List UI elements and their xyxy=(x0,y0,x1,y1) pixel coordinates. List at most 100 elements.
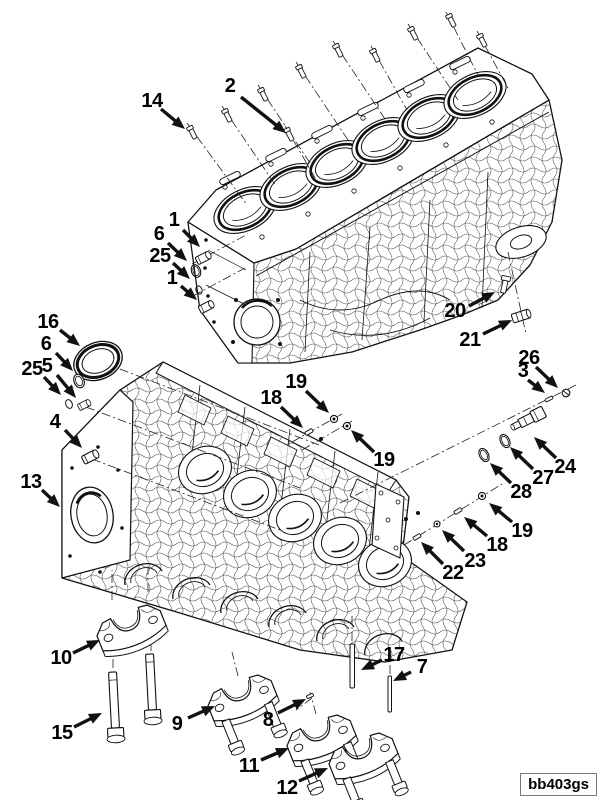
callout-arrowhead-5 xyxy=(63,384,76,398)
callout-arrowhead-19 xyxy=(351,430,365,443)
callout-arrowhead-18 xyxy=(464,517,478,530)
callout-arrowhead-6 xyxy=(60,357,73,371)
o-ring xyxy=(73,373,85,389)
callout-arrow-10 xyxy=(72,642,92,655)
callout-arrowhead-4 xyxy=(69,434,82,448)
callout-arrowhead-1 xyxy=(186,233,200,247)
callout-15: 15 xyxy=(51,722,73,744)
rear-end-plate xyxy=(371,483,405,559)
stud-nut-group-mid xyxy=(291,413,353,451)
callout-8: 8 xyxy=(262,709,274,731)
callout-19: 19 xyxy=(373,449,395,471)
callout-23: 23 xyxy=(464,550,486,572)
callout-4: 4 xyxy=(49,411,61,433)
callout-11: 11 xyxy=(238,755,260,777)
o-ring-small xyxy=(65,399,73,409)
callout-26: 26 xyxy=(518,347,540,369)
callout-arrowhead-19 xyxy=(315,400,329,413)
callout-27: 27 xyxy=(532,467,554,489)
cap-screw xyxy=(143,653,163,726)
callout-arrow-26 xyxy=(534,365,552,383)
o-ring xyxy=(190,264,202,278)
callout-18: 18 xyxy=(260,387,282,409)
callout-28: 28 xyxy=(510,481,532,503)
callout-25: 25 xyxy=(21,358,43,380)
bearing-cap xyxy=(92,599,172,664)
callout-arrowhead-18 xyxy=(289,415,303,428)
callout-arrowhead-25 xyxy=(176,266,190,279)
callout-arrowhead-7 xyxy=(393,670,408,681)
bearing-saddles xyxy=(124,563,403,656)
callout-arrow-12 xyxy=(298,770,320,783)
callout-arrowhead-20 xyxy=(480,292,495,303)
callout-arrow-27 xyxy=(516,452,535,471)
callout-14: 14 xyxy=(141,90,163,112)
callout-arrowhead-6 xyxy=(173,248,187,261)
figure-code-box: bb403gs xyxy=(520,773,597,796)
o-ring-small xyxy=(195,285,203,295)
callout-17: 17 xyxy=(383,644,405,666)
callout-2: 2 xyxy=(224,75,236,97)
callout-13: 13 xyxy=(20,471,42,493)
callout-arrowhead-24 xyxy=(534,437,548,450)
side-plugs-and-orings xyxy=(190,233,249,315)
seal-ring xyxy=(73,340,123,382)
callout-arrow-15 xyxy=(73,715,94,729)
callout-arrow-18 xyxy=(279,405,297,423)
callout-arrowhead-22 xyxy=(421,542,435,556)
o-ring xyxy=(478,447,490,463)
callout-arrowhead-8 xyxy=(291,699,306,710)
callout-25: 25 xyxy=(149,245,171,267)
callout-arrowhead-28 xyxy=(490,463,504,476)
callout-arrowhead-26 xyxy=(544,375,558,388)
callout-arrowhead-9 xyxy=(200,706,215,717)
liner-bores xyxy=(178,445,412,588)
callout-arrow-18 xyxy=(470,522,489,538)
callout-arrowhead-2 xyxy=(272,120,286,133)
callout-arrowhead-3 xyxy=(531,380,545,393)
dowel-8 xyxy=(306,693,314,699)
callout-arrowhead-15 xyxy=(87,713,102,724)
callout-arrow-24 xyxy=(540,442,558,460)
callout-19: 19 xyxy=(511,520,533,542)
callout-arrow-8 xyxy=(277,701,298,715)
callout-arrowhead-19 xyxy=(489,503,503,516)
dowel-pin xyxy=(544,395,554,403)
callout-arrows xyxy=(40,95,558,783)
callout-arrow-21 xyxy=(482,322,504,336)
callout-arrowhead-10 xyxy=(85,640,100,651)
callout-arrowhead-16 xyxy=(66,333,80,346)
callout-arrow-22 xyxy=(426,547,445,566)
main-bearing-caps xyxy=(92,564,410,800)
callout-arrowhead-21 xyxy=(497,320,512,331)
callout-3: 3 xyxy=(517,360,529,382)
callout-arrow-2 xyxy=(239,95,280,129)
callout-arrow-19 xyxy=(357,435,376,454)
callout-1: 1 xyxy=(166,267,178,289)
callout-24: 24 xyxy=(554,456,576,478)
cylinder-block-top-view xyxy=(187,47,563,364)
callout-20: 20 xyxy=(444,300,466,322)
sensor xyxy=(510,405,547,431)
pipe-plug xyxy=(76,398,93,412)
callout-9: 9 xyxy=(171,713,183,735)
callout-10: 10 xyxy=(50,647,72,669)
callout-18: 18 xyxy=(486,534,508,556)
callout-arrowhead-23 xyxy=(442,530,456,543)
callout-22: 22 xyxy=(442,562,464,584)
callout-arrow-19 xyxy=(304,389,323,408)
cap-screw xyxy=(106,671,126,744)
callout-7: 7 xyxy=(416,656,428,678)
figure-code: bb403gs xyxy=(528,776,589,793)
callout-arrow-23 xyxy=(448,535,466,553)
callout-6: 6 xyxy=(153,223,165,245)
block-bottom-front-face xyxy=(61,389,134,579)
callout-arrow-20 xyxy=(468,295,488,308)
callout-arrowhead-11 xyxy=(274,748,289,759)
callout-arrow-28 xyxy=(496,468,513,485)
dowel-17 xyxy=(349,643,355,689)
callout-arrowhead-1 xyxy=(183,287,197,300)
callout-arrowhead-17 xyxy=(361,659,376,670)
